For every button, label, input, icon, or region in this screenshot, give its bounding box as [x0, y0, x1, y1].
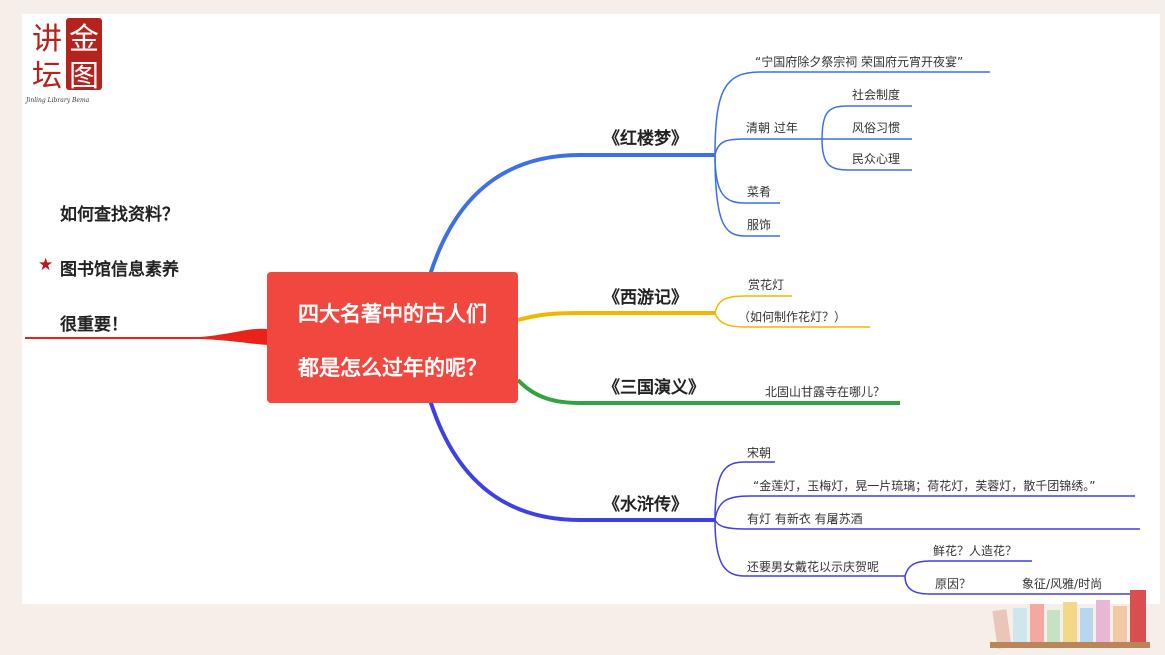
- sh-songchao: 宋朝: [747, 446, 772, 460]
- central-topic: 四大名著中的古人们 都是怎么过年的呢？: [267, 272, 518, 403]
- line-hlm-fushi: [714, 154, 780, 237]
- hlm-qingchao: 清朝 过年: [746, 121, 798, 135]
- branch-line-sanguo: [516, 378, 900, 405]
- line-songchao: [714, 461, 775, 521]
- logo-char-2: 金: [69, 22, 99, 57]
- books-decoration-icon: [990, 590, 1150, 649]
- line-hlm-qingchao: [714, 138, 822, 156]
- book-xiyouji: 《西游记》: [603, 288, 688, 308]
- xyj-zhizuo: （如何制作花灯？）: [738, 310, 847, 324]
- line-xianhua: [904, 560, 1032, 577]
- xyj-shanghuadeng: 赏花灯: [748, 278, 785, 292]
- line-shehui: [821, 105, 912, 140]
- branch-line-xiyouji: [517, 311, 715, 322]
- hlm-shehui: 社会制度: [852, 88, 901, 102]
- line-shanghuadeng: [714, 295, 792, 314]
- book-sanguo: 《三国演义》: [603, 378, 705, 398]
- main-branch-taper: [200, 329, 268, 345]
- line-hlm-quote: [714, 71, 990, 156]
- logo-char-1: 讲: [32, 22, 62, 57]
- central-line-2: 都是怎么过年的呢？: [298, 356, 487, 380]
- sh-xianhua: 鲜花？人造花？: [933, 544, 1018, 558]
- hlm-minzhong: 民众心理: [852, 152, 901, 166]
- line-minzhong: [821, 138, 912, 171]
- sh-yuanyin: 原因？: [935, 577, 972, 591]
- sh-quote: “金莲灯，玉梅灯，晃一片琉璃；荷花灯，芙蓉灯，散千团锦绣。”: [753, 479, 1096, 493]
- line-yuanyin: [904, 575, 1135, 595]
- hlm-fengsu: 风俗习惯: [852, 121, 901, 135]
- question-find-info: 如何查找资料？: [60, 205, 179, 225]
- sh-youdeng: 有灯 有新衣 有屠苏酒: [747, 512, 863, 526]
- logo-char-3: 图: [69, 59, 99, 92]
- sg-ganlusi: 北固山甘露寺在哪儿？: [765, 385, 886, 399]
- branch-line-hongloumeng: [428, 153, 715, 276]
- content-panel: [22, 14, 1160, 604]
- hlm-fushi: 服饰: [747, 218, 772, 232]
- branch-line-shuihu: [428, 399, 715, 522]
- hlm-quote: “宁国府除夕祭宗祠 荣国府元宵开夜宴”: [755, 55, 964, 69]
- line-daihua: [714, 519, 905, 577]
- line-youdeng: [714, 519, 1140, 530]
- question-library-literacy: 图书馆信息素养: [60, 260, 179, 280]
- library-logo-icon: 讲 金 图 坛: [32, 18, 102, 92]
- central-line-1: 四大名著中的古人们: [298, 302, 487, 326]
- line-zhizuo: [714, 312, 870, 328]
- logo-char-4: 坛: [32, 59, 62, 92]
- sh-xiangzheng: 象征/风雅/时尚: [1022, 577, 1103, 591]
- logo-subtitle: Jinling Library Bema: [26, 97, 90, 104]
- book-shuihu: 《水浒传》: [603, 495, 688, 515]
- hlm-caiyao: 菜肴: [747, 185, 772, 199]
- line-sh-quote: [714, 495, 1135, 521]
- star-icon: ★: [38, 255, 54, 275]
- book-hongloumeng: 《红楼梦》: [603, 129, 688, 149]
- question-important: 很重要！: [60, 315, 128, 335]
- sh-daihua: 还要男女戴花以示庆贺呢: [747, 560, 880, 574]
